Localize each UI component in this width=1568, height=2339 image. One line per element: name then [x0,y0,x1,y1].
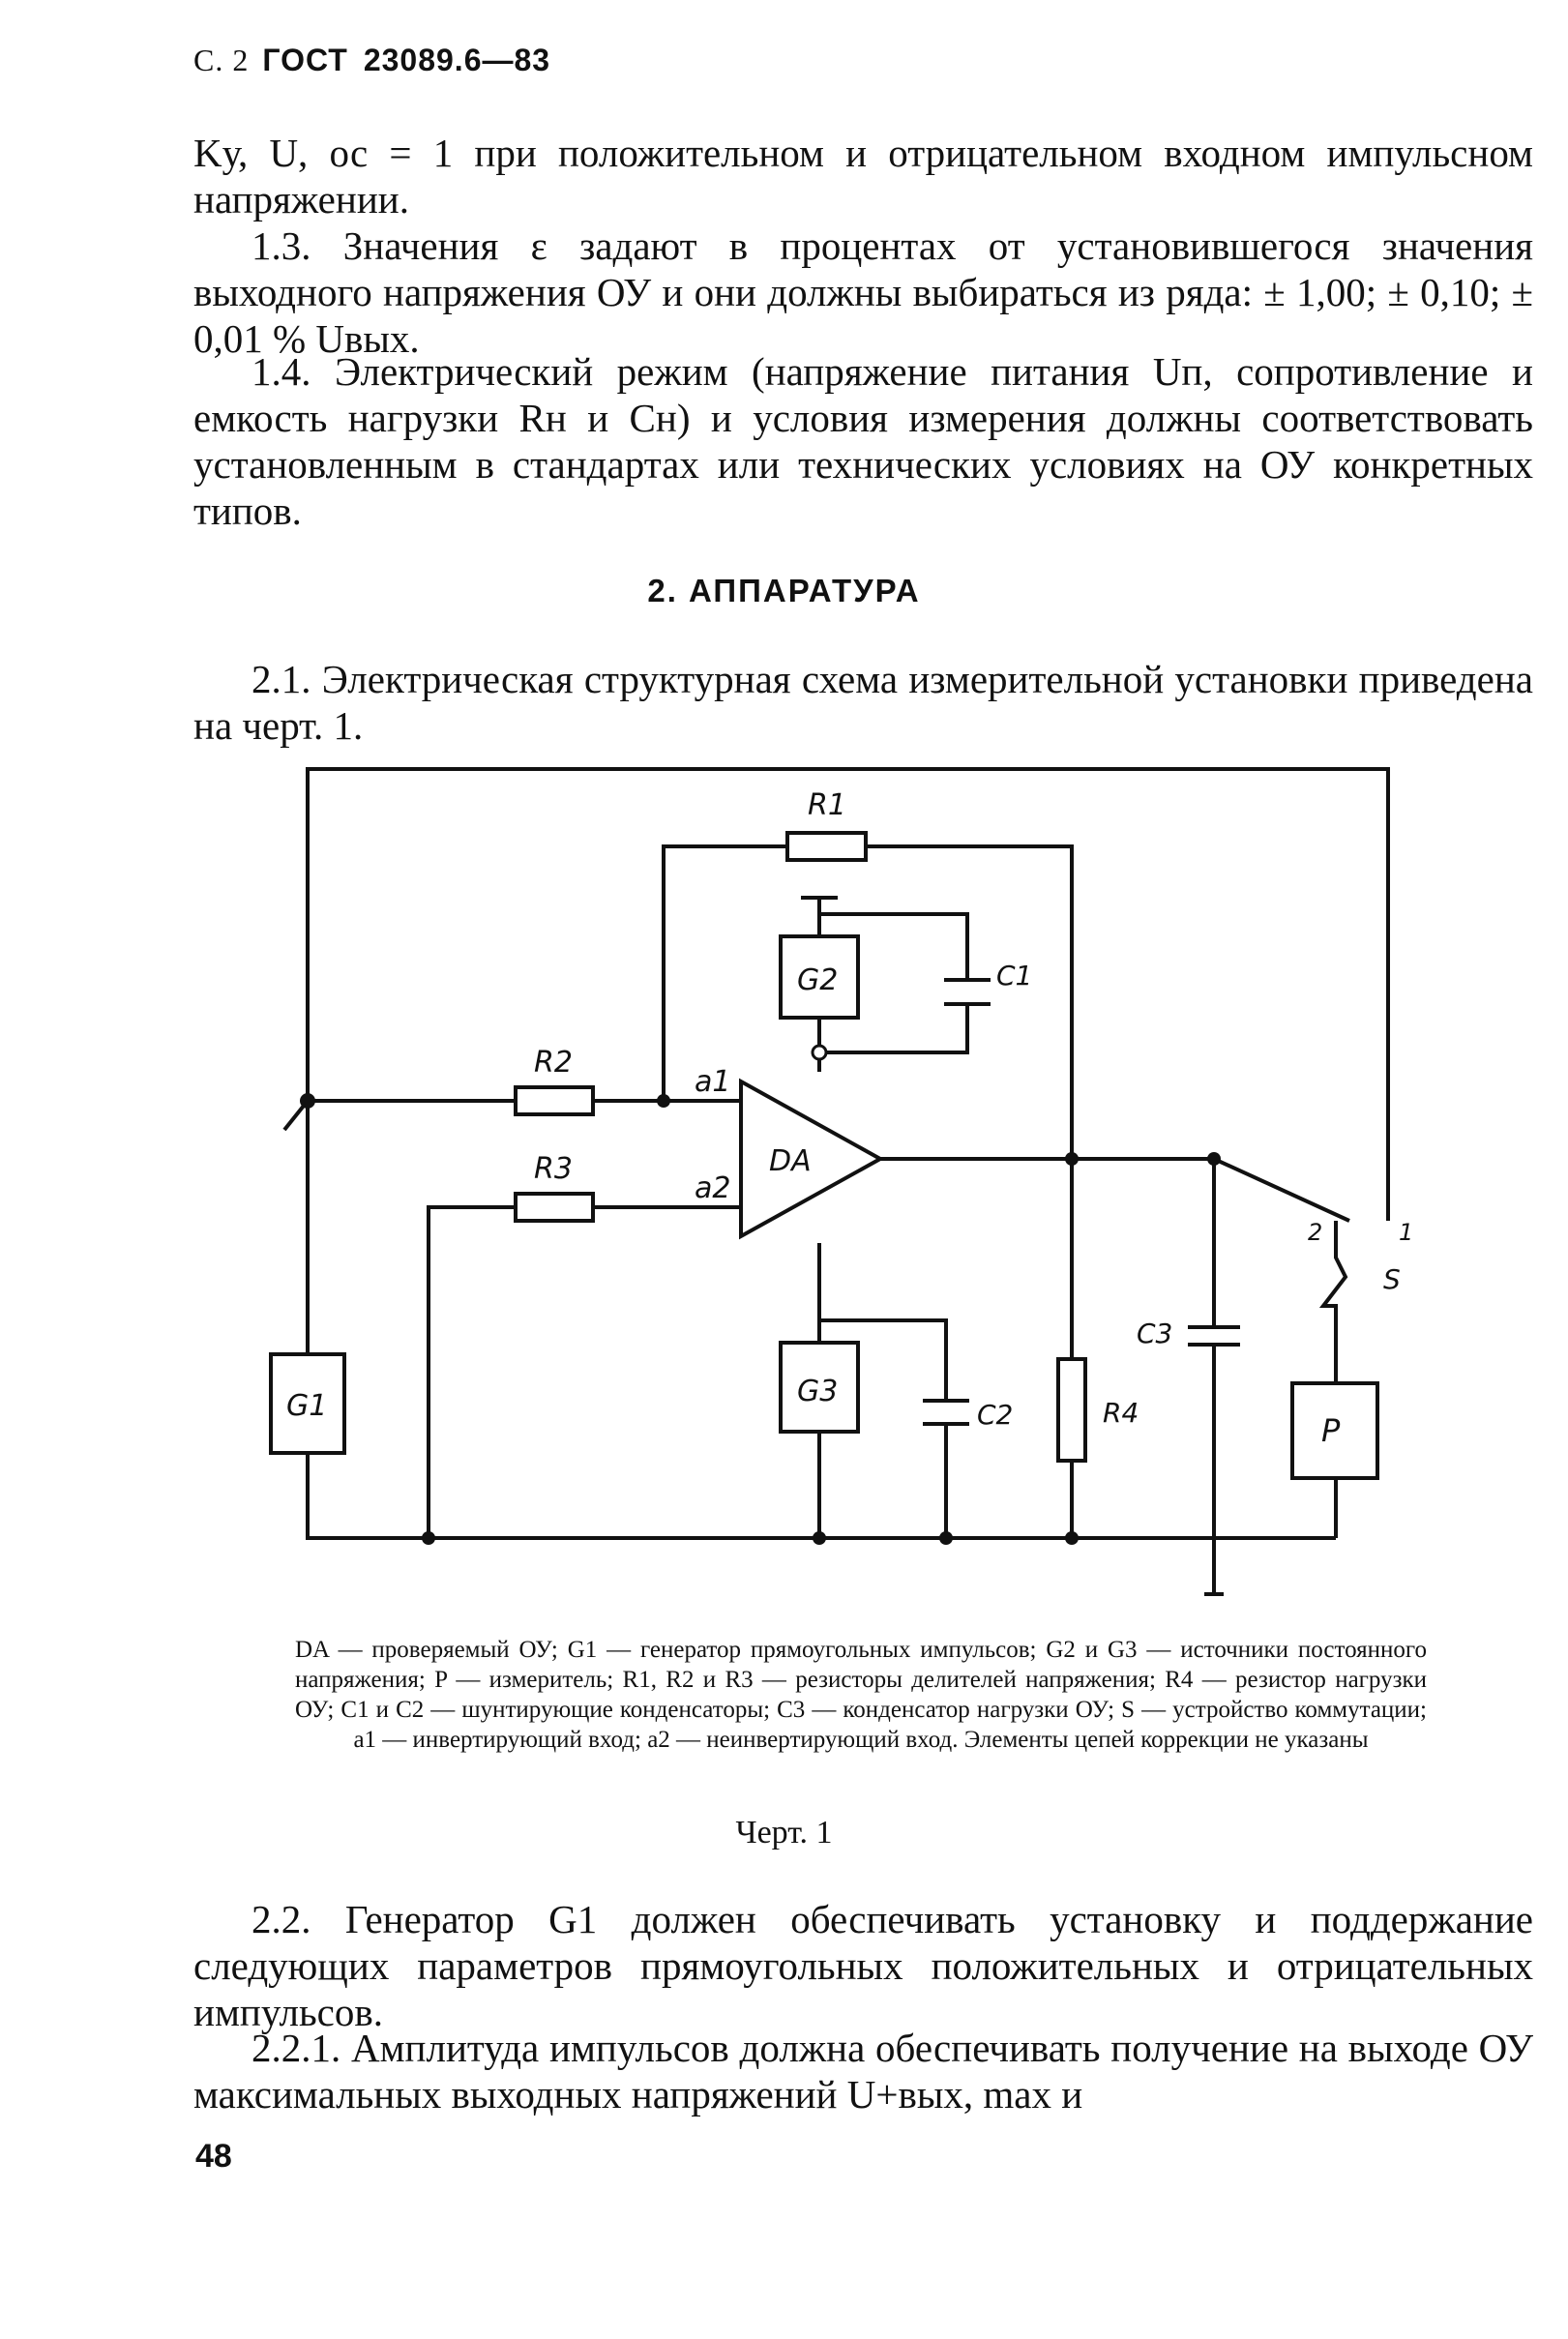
label-da: DA [769,1144,812,1178]
resistor-r1-symbol [785,831,868,862]
header-standard-label: ГОСТ [262,43,348,77]
paragraph-1-4: 1.4. Электрический режим (напряжение пит… [193,349,1533,533]
capacitor-c1-symbol [944,978,991,1006]
header-standard-number: 23089.6—83 [363,43,551,77]
label-c2: C2 [977,1399,1013,1431]
paragraph-continuation: Kу, U, ос = 1 при положительном и отрица… [193,131,1533,222]
generator-g2-box [779,934,860,1020]
paragraph-2-2-1: 2.2.1. Амплитуда импульсов должна обеспе… [193,2026,1533,2117]
figure-caption: DA — проверяемый ОУ; G1 — генератор прям… [295,1637,1427,1753]
label-g3: G3 [797,1375,838,1408]
label-switch-2: 2 [1308,1219,1322,1246]
label-r3: R3 [534,1152,573,1186]
resistor-r2-symbol [514,1085,595,1116]
resistor-r4-symbol [1056,1357,1087,1463]
label-r4: R4 [1103,1397,1139,1429]
generator-g3-box [779,1341,860,1434]
meter-p-box [1290,1381,1379,1480]
resistor-r3-symbol [514,1192,595,1223]
label-switch-s: S [1383,1263,1401,1295]
paragraph-2-2: 2.2. Генератор G1 должен обеспечивать ус… [193,1897,1533,2034]
label-r1: R1 [808,788,846,822]
label-g2: G2 [797,963,838,997]
paragraph-1-3: 1.3. Значения ε задают в процентах от ус… [193,223,1533,361]
page-number: 48 [195,2138,232,2175]
figure-title: Черт. 1 [735,1815,833,1850]
capacitor-c2-symbol [923,1399,969,1426]
label-a2: a2 [695,1171,730,1205]
feedback-loop-wire [306,767,1390,1221]
circuit-diagram: R1 R2 R3 R4 C1 C2 C3 G2 G3 G1 P DA a1 a2… [269,767,1413,1596]
page-header: С. 2 ГОСТ 23089.6—83 [193,43,550,78]
label-p: P [1321,1412,1341,1449]
paragraph-2-1: 2.1. Электрическая структурная схема изм… [193,657,1533,748]
label-c1: C1 [996,960,1032,992]
label-c3: C3 [1137,1318,1172,1349]
label-a1: a1 [695,1065,730,1099]
capacitor-c3-symbol [1188,1325,1240,1347]
section-heading: 2. АППАРАТУРА [647,573,921,608]
header-page-ref: С. 2 [193,43,250,77]
op-amp-triangle [739,1078,885,1240]
generator-g1-box [269,1352,346,1455]
label-g1: G1 [286,1389,327,1423]
label-switch-1: 1 [1399,1219,1413,1246]
label-r2: R2 [534,1046,573,1080]
